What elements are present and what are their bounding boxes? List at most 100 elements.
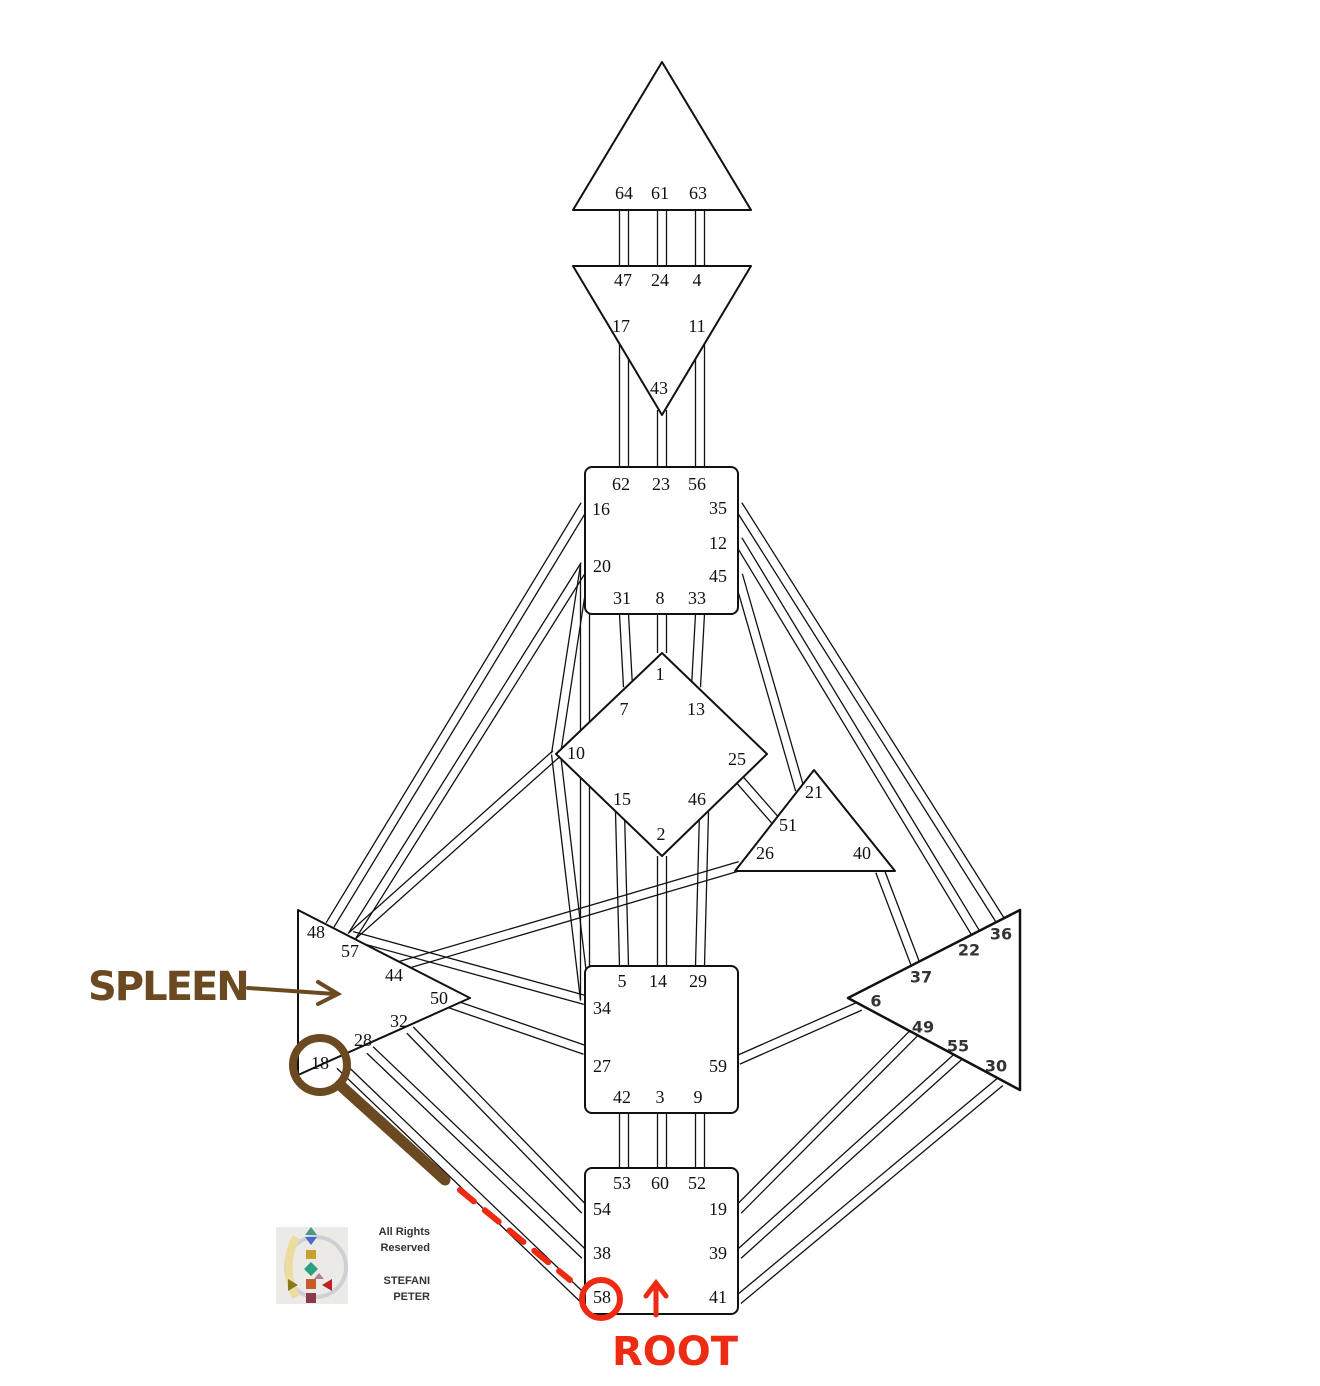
channel-edge xyxy=(412,1026,589,1208)
channel-edge xyxy=(740,1057,964,1259)
gate-12: 12 xyxy=(709,533,727,553)
channel-edge xyxy=(333,506,590,928)
channel-edge xyxy=(741,537,980,931)
channel-edge xyxy=(627,613,634,687)
gate-10: 10 xyxy=(567,743,585,763)
gate-23: 23 xyxy=(652,474,670,494)
gate-52: 52 xyxy=(688,1173,706,1193)
channel-58-18 xyxy=(336,1061,589,1304)
channel-edge xyxy=(733,576,797,792)
gate-43: 43 xyxy=(650,378,668,398)
channel-11-56 xyxy=(694,340,706,467)
channel-25-51 xyxy=(736,776,779,824)
sacral-center xyxy=(584,965,739,1114)
gate-14: 14 xyxy=(649,971,667,991)
channel-edge xyxy=(742,776,779,818)
credit-line-2: Reserved xyxy=(380,1242,430,1254)
channel-54-32 xyxy=(406,1026,589,1214)
ajna-center xyxy=(572,265,752,416)
channel-61-24 xyxy=(656,210,668,266)
channel-edge xyxy=(734,1051,958,1253)
gate-36: 36 xyxy=(990,925,1012,944)
gate-26: 26 xyxy=(756,843,774,863)
channel-edge xyxy=(550,754,582,1001)
gate-30: 30 xyxy=(985,1057,1007,1076)
gate-55: 55 xyxy=(947,1037,969,1056)
credit-line-3: STEFANI xyxy=(383,1275,430,1287)
channel-edge xyxy=(739,1009,863,1065)
channel-19-49 xyxy=(734,1028,919,1214)
gate-25: 25 xyxy=(728,749,746,769)
channel-edge xyxy=(398,861,739,963)
g-center xyxy=(555,652,768,857)
channel-8-1 xyxy=(656,614,668,653)
gate-6: 6 xyxy=(870,992,881,1011)
channel-20-57 xyxy=(347,562,590,939)
channel-edge xyxy=(883,869,920,962)
gate-2: 2 xyxy=(657,824,666,844)
credit-line-1: All Rights xyxy=(378,1226,430,1238)
channel-20-10 xyxy=(550,564,591,755)
spleen-label: SPLEEN xyxy=(88,964,248,1010)
channel-edge xyxy=(353,931,587,997)
channel-33-13 xyxy=(690,613,706,688)
gate-8: 8 xyxy=(656,588,665,608)
channel-46-29 xyxy=(694,811,710,967)
channel-edge xyxy=(736,782,773,824)
gate-29: 29 xyxy=(689,971,707,991)
author-credit: STEFANI PETER xyxy=(360,1273,430,1305)
gate-64: 64 xyxy=(615,183,633,203)
channel-edge xyxy=(406,1032,583,1214)
channel-39-55 xyxy=(734,1051,964,1259)
channel-edge xyxy=(875,872,912,965)
gate-51: 51 xyxy=(779,815,797,835)
gate-56: 56 xyxy=(688,474,706,494)
channel-16-48 xyxy=(325,502,590,928)
channel-63-4 xyxy=(694,210,706,266)
channel-edge xyxy=(741,502,1005,918)
gate-46: 46 xyxy=(688,789,706,809)
gate-15: 15 xyxy=(613,789,631,809)
gate-48: 48 xyxy=(307,922,325,942)
gate-5: 5 xyxy=(618,971,627,991)
channel-edge xyxy=(733,541,972,935)
gate-50: 50 xyxy=(430,988,448,1008)
credit-line-4: PETER xyxy=(393,1291,430,1303)
channel-64-47 xyxy=(618,210,630,266)
gate-28: 28 xyxy=(354,1030,372,1050)
root-center xyxy=(584,1167,739,1315)
channel-9-52 xyxy=(694,1113,706,1168)
channel-edge xyxy=(348,750,554,934)
channel-edge xyxy=(740,1084,1004,1304)
channel-edge xyxy=(350,939,584,1005)
channel-edge xyxy=(735,1001,859,1057)
channel-15-5 xyxy=(614,811,630,967)
channel-edge xyxy=(559,753,591,1000)
gate-22: 22 xyxy=(958,941,980,960)
root-label: ROOT xyxy=(612,1329,739,1375)
gate-39: 39 xyxy=(709,1243,727,1263)
gate-7: 7 xyxy=(620,699,629,719)
channel-edge xyxy=(614,812,621,967)
channel-35-36 xyxy=(733,502,1005,923)
channel-31-7 xyxy=(618,613,634,688)
channel-26-44 xyxy=(398,861,742,971)
gate-59: 59 xyxy=(709,1056,727,1076)
gate-61: 61 xyxy=(651,183,669,203)
channel-edge xyxy=(618,614,625,688)
channel-edge xyxy=(342,1061,589,1298)
throat-center xyxy=(584,466,739,615)
gate-35: 35 xyxy=(709,498,727,518)
gate-42: 42 xyxy=(613,1087,631,1107)
brown-channel-stroke xyxy=(334,1079,451,1186)
gate-58: 58 xyxy=(593,1287,611,1307)
gate-1: 1 xyxy=(656,664,665,684)
channel-40-37 xyxy=(875,869,920,965)
channel-45-21 xyxy=(733,573,805,792)
channel-34-57 xyxy=(350,931,587,1005)
up-arrow-icon xyxy=(643,1278,669,1318)
channel-edge xyxy=(734,1078,998,1298)
channel-edge xyxy=(741,573,805,789)
